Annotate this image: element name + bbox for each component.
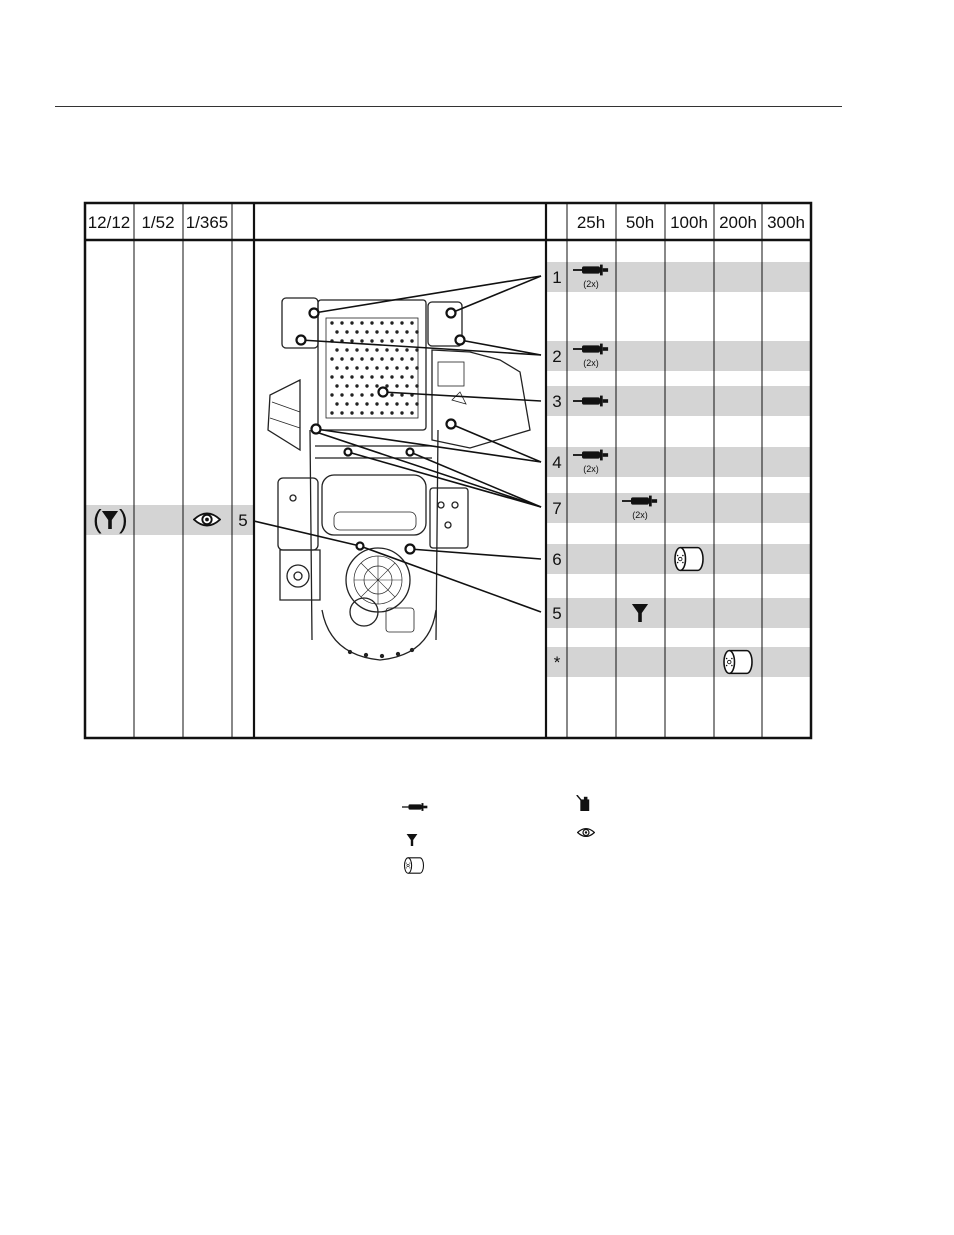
row-label: 3 bbox=[552, 392, 561, 411]
legend-eye-icon bbox=[578, 829, 595, 837]
legend-filter-cartridge-icon bbox=[405, 858, 424, 873]
filter-cartridge-icon bbox=[675, 548, 703, 571]
legend bbox=[402, 795, 594, 873]
header-100h: 100h bbox=[670, 213, 708, 232]
svg-text:): ) bbox=[119, 504, 128, 534]
row-label: 1 bbox=[552, 268, 561, 287]
row-label: 5 bbox=[552, 604, 561, 623]
row-label: 4 bbox=[552, 453, 561, 472]
row-label: 6 bbox=[552, 550, 561, 569]
quantity-label: (2x) bbox=[583, 358, 599, 368]
header-1-52: 1/52 bbox=[141, 213, 174, 232]
legend-oil-can-icon bbox=[577, 795, 589, 811]
left-row-index: 5 bbox=[238, 511, 247, 530]
quantity-label: (2x) bbox=[583, 464, 599, 474]
header-200h: 200h bbox=[719, 213, 757, 232]
filter-cartridge-icon bbox=[724, 651, 752, 674]
row-label: 2 bbox=[552, 347, 561, 366]
header-12-12: 12/12 bbox=[88, 213, 131, 232]
leader-lines bbox=[254, 276, 541, 612]
svg-text:(: ( bbox=[93, 504, 102, 534]
row-label: * bbox=[554, 653, 561, 672]
header-25h: 25h bbox=[577, 213, 605, 232]
quantity-label: (2x) bbox=[583, 279, 599, 289]
legend-grease-gun-icon bbox=[402, 803, 427, 811]
row-label: 7 bbox=[552, 499, 561, 518]
header-50h: 50h bbox=[626, 213, 654, 232]
legend-funnel-icon bbox=[407, 834, 418, 846]
quantity-label: (2x) bbox=[632, 510, 648, 520]
header-300h: 300h bbox=[767, 213, 805, 232]
header-1-365: 1/365 bbox=[186, 213, 229, 232]
